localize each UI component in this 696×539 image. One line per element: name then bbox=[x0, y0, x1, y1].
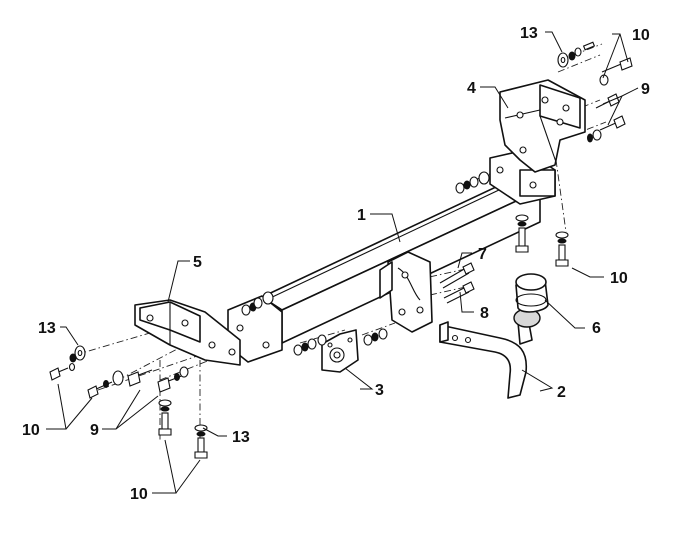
ball-cover bbox=[515, 273, 549, 313]
callout-10-right-upper: 10 bbox=[632, 27, 650, 44]
bolts-9-right bbox=[587, 93, 626, 143]
bolt-10-vertical-left-1 bbox=[158, 399, 172, 436]
callout-5: 5 bbox=[193, 254, 202, 271]
callout-1: 1 bbox=[357, 207, 366, 224]
callout-6: 6 bbox=[592, 320, 601, 337]
nuts-center bbox=[363, 328, 388, 346]
callout-9-left: 9 bbox=[90, 422, 99, 439]
callout-10-left: 10 bbox=[22, 422, 40, 439]
callout-9-right: 9 bbox=[641, 81, 650, 98]
bolt-10-vertical-left-2 bbox=[194, 424, 208, 459]
bolt-vertical-right-1 bbox=[515, 214, 529, 253]
washer-13-right bbox=[557, 52, 569, 68]
callout-10-right-lower: 10 bbox=[610, 270, 628, 287]
nuts-left-end bbox=[241, 291, 274, 316]
nuts-socket bbox=[293, 334, 327, 356]
bolt-10-left-1 bbox=[49, 362, 76, 381]
nut-right-top bbox=[568, 41, 596, 61]
leader-lines bbox=[46, 31, 639, 494]
hardware bbox=[49, 41, 633, 459]
callout-3: 3 bbox=[375, 382, 384, 399]
left-side-bracket bbox=[134, 299, 241, 366]
main-cross-beam bbox=[227, 149, 556, 363]
callout-4: 4 bbox=[467, 80, 476, 97]
socket-plate bbox=[321, 329, 359, 373]
washer-13-left bbox=[69, 345, 86, 363]
bolt-8 bbox=[443, 281, 475, 304]
callout-13-left: 13 bbox=[38, 320, 56, 337]
callout-10-bottom: 10 bbox=[130, 486, 148, 503]
callout-13-bottom: 13 bbox=[232, 429, 250, 446]
callout-2: 2 bbox=[557, 384, 566, 401]
bolt-10-right-lower bbox=[555, 231, 569, 267]
right-side-bracket bbox=[499, 79, 586, 173]
bolt-7 bbox=[439, 262, 475, 289]
callout-7: 7 bbox=[478, 246, 487, 263]
tow-ball-neck bbox=[439, 308, 541, 399]
bolt-10-right-upper bbox=[599, 57, 633, 86]
bolts-9-left bbox=[127, 366, 189, 393]
nuts-right-end bbox=[455, 171, 490, 194]
callout-8: 8 bbox=[480, 305, 489, 322]
callout-numbers: 1 2 3 4 5 6 7 8 9 9 10 10 10 10 13 13 13 bbox=[22, 25, 650, 503]
bolt-10-left-2 bbox=[87, 370, 124, 399]
callout-13-right: 13 bbox=[520, 25, 538, 42]
